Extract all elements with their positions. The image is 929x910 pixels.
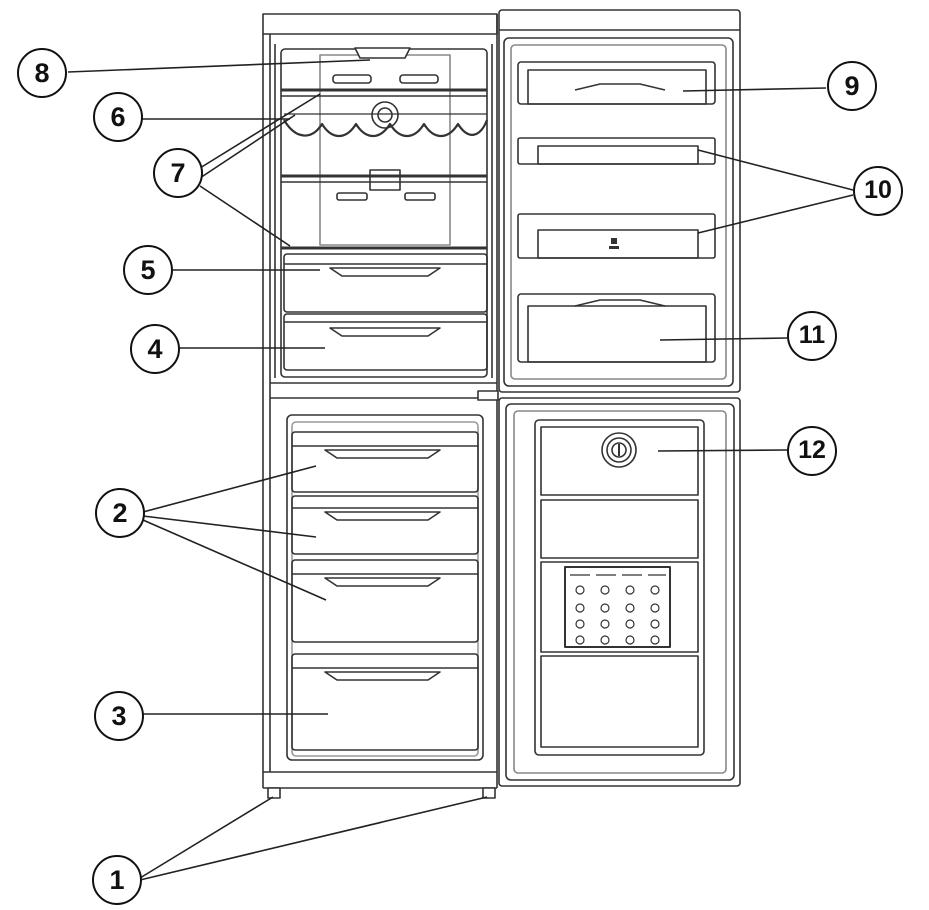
callout-8-circle — [17, 48, 67, 98]
callout-9: 9 — [844, 71, 860, 101]
adjustable-feet — [267, 787, 496, 799]
callout-5-circle — [123, 245, 173, 295]
callout-9-circle — [827, 61, 877, 111]
callout-7: 7 — [170, 158, 186, 188]
fridge-compartment — [280, 47, 489, 378]
callout-11: 11 — [798, 321, 826, 349]
callout-12: 12 — [798, 436, 826, 464]
callout-4-circle — [130, 324, 180, 374]
callout-10: 10 — [864, 176, 892, 204]
cabinet-body — [262, 13, 499, 789]
callout-11-circle — [787, 311, 837, 361]
fridge-door — [498, 9, 741, 393]
callout-8: 8 — [34, 58, 50, 88]
ice-cube-icon — [609, 238, 619, 249]
callout-3-circle — [94, 691, 144, 741]
freezer-door — [498, 397, 741, 787]
callout-5: 5 — [140, 255, 156, 285]
freezer-compartment — [286, 414, 484, 761]
callout-1: 1 — [109, 865, 125, 895]
callout-3: 3 — [111, 701, 127, 731]
callout-10-circle — [853, 166, 903, 216]
callout-1-circle — [92, 855, 142, 905]
callout-2-circle — [95, 488, 145, 538]
callout-circles — [17, 48, 903, 905]
callout-4: 4 — [147, 334, 163, 364]
callout-12-circle — [787, 426, 837, 476]
callout-6: 6 — [110, 102, 126, 132]
food-storage-chart-icon — [564, 566, 671, 648]
callout-7-circle — [153, 148, 203, 198]
callout-2: 2 — [112, 498, 128, 528]
leader-lines — [67, 59, 854, 881]
callout-6-circle — [93, 92, 143, 142]
